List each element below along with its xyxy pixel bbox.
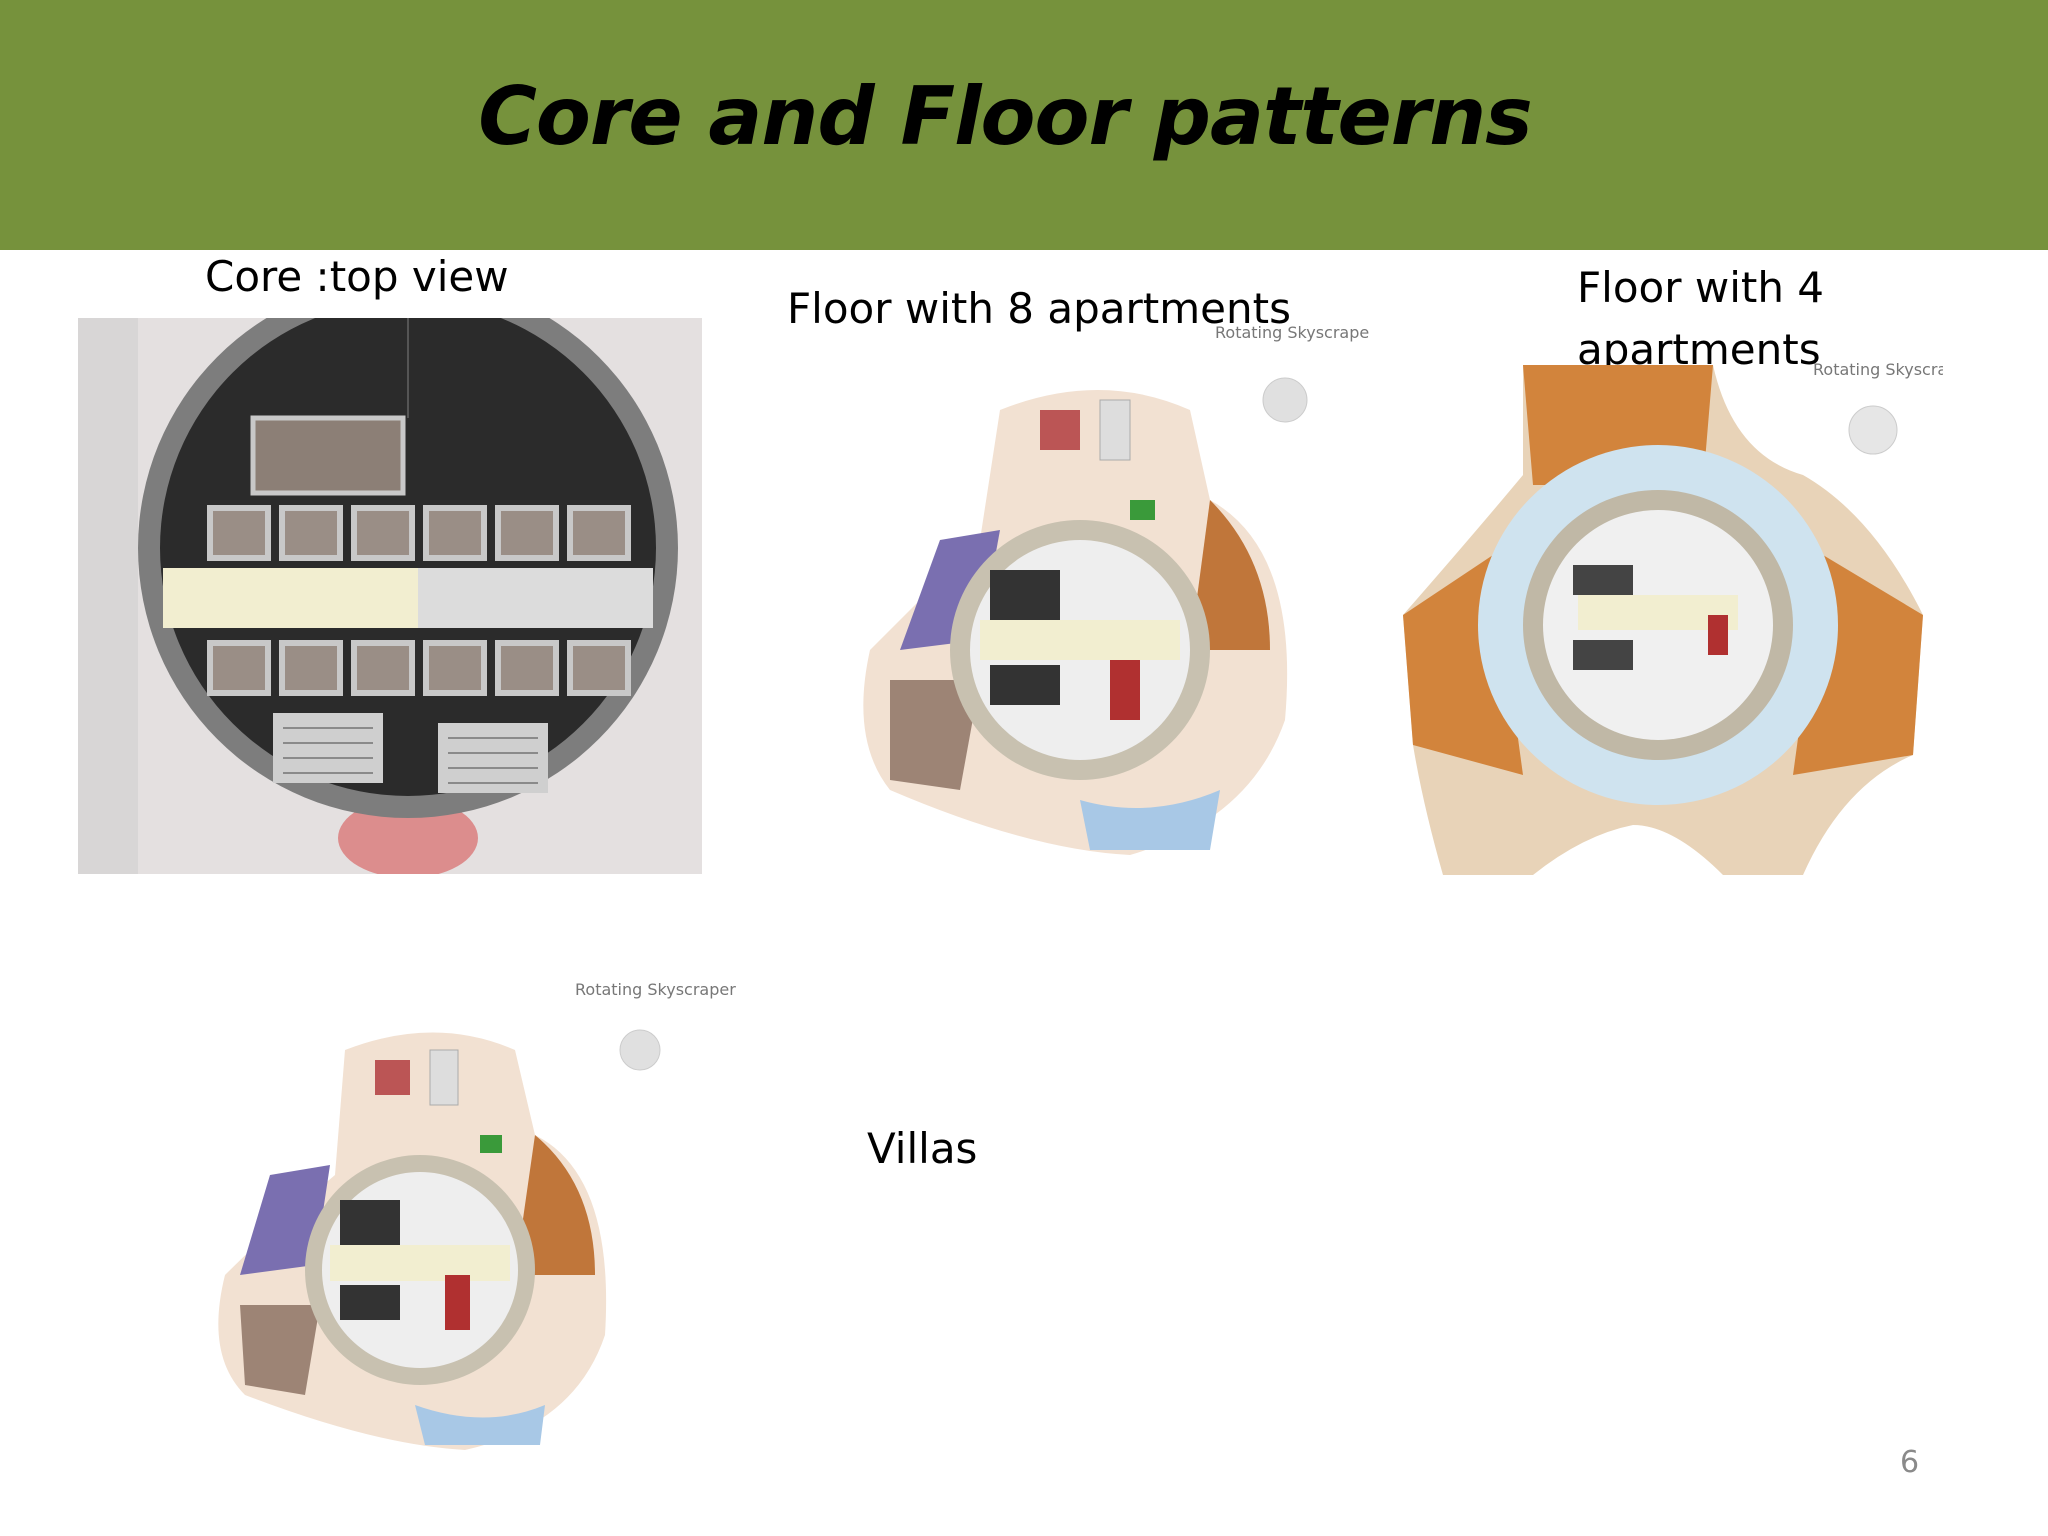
title-banner [0,0,2048,250]
page-number: 6 [1900,1445,1920,1480]
core-top-view-image [78,318,702,874]
floor8-brand: Rotating Skyscrape [1215,323,1369,342]
villas-image: Rotating Skyscraper [218,980,736,1450]
villas-label: Villas [867,1124,978,1173]
villas-brand: Rotating Skyscraper [575,980,736,999]
floor8-label: Floor with 8 apartments [787,284,1291,333]
floor-8-apartments-image: Rotating Skyscrape [863,323,1369,855]
floor-4-apartments-image: Rotating Skyscraper [1403,360,1943,875]
slide-title: Core and Floor patterns [478,70,1533,163]
floor4-brand: Rotating Skyscraper [1813,360,1943,379]
core-label: Core :top view [205,252,509,301]
